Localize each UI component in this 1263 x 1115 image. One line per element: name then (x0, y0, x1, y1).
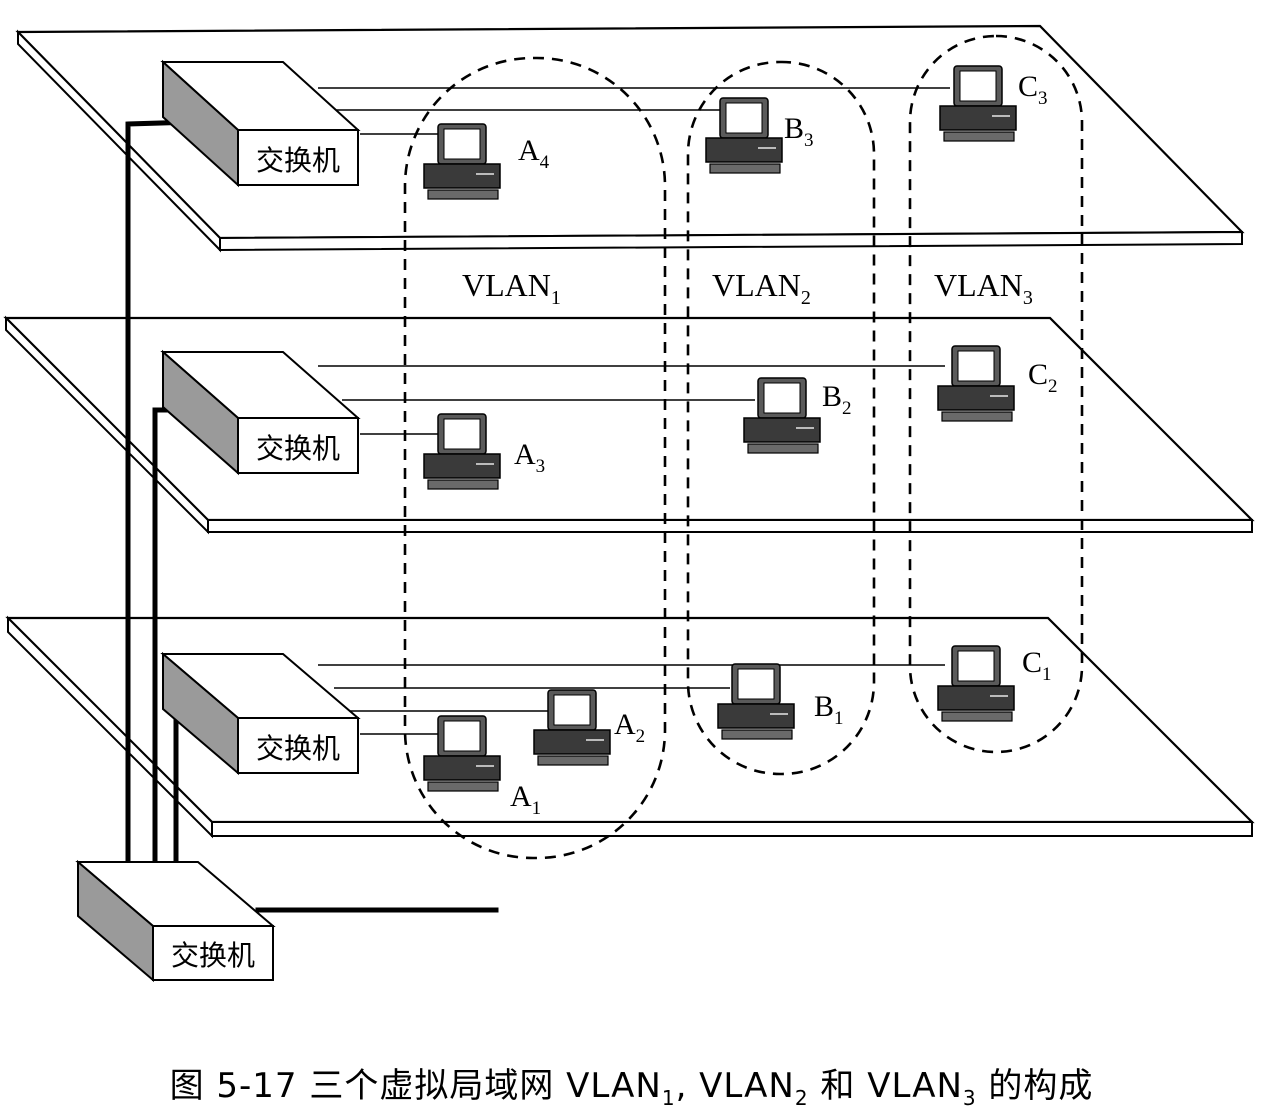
switch-floor-3: 交换机 (160, 59, 361, 188)
host-label-c1: C1 (1022, 646, 1052, 685)
switch-label: 交换机 (171, 939, 255, 972)
host-label-a4: A4 (518, 134, 550, 173)
switch-core: 交换机 (75, 859, 276, 983)
switch-label: 交换机 (256, 144, 340, 177)
host-label-a2: A2 (614, 708, 645, 747)
host-label-c2: C2 (1028, 358, 1058, 397)
switch-label: 交换机 (256, 432, 340, 465)
host-label-b2: B2 (822, 380, 852, 419)
host-label-a1: A1 (510, 780, 541, 819)
host-label-b1: B1 (814, 690, 844, 729)
host-label-b3: B3 (784, 112, 814, 151)
vlan1-boundary (403, 56, 667, 860)
vlan1-label: VLAN1 (462, 267, 561, 309)
host-label-c3: C3 (1018, 70, 1048, 109)
vlan2-label: VLAN2 (712, 267, 811, 309)
vlan3-label: VLAN3 (934, 267, 1033, 309)
host-label-a3: A3 (514, 438, 545, 477)
switch-floor-1: 交换机 (160, 651, 361, 776)
host-cables (318, 87, 950, 735)
vlan3-boundary (908, 34, 1084, 754)
switch-floor-2: 交换机 (160, 349, 361, 476)
vlan2-boundary (686, 60, 876, 776)
figure-caption: 图 5-17 三个虚拟局域网 VLAN1, VLAN2 和 VLAN3 的构成 (169, 1066, 1094, 1110)
switch-label: 交换机 (256, 732, 340, 765)
